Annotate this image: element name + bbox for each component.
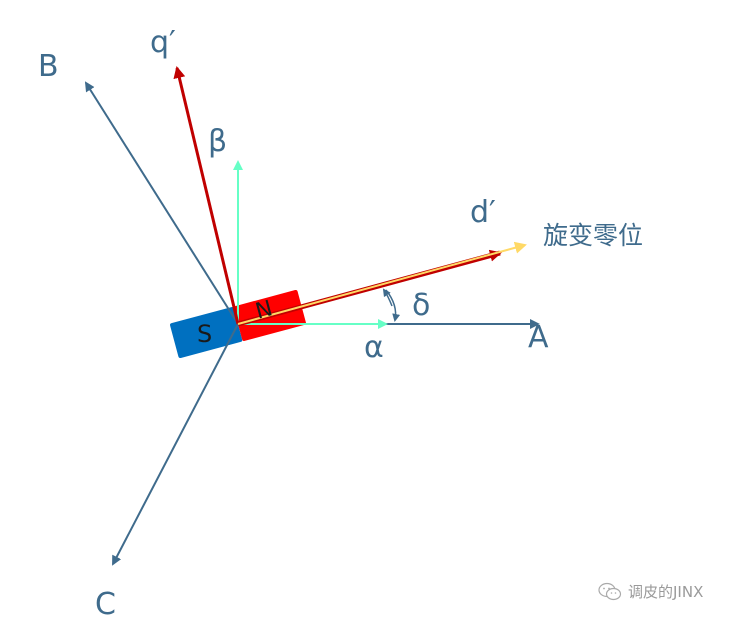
label-b: B <box>38 49 59 84</box>
axis-q-prime <box>173 66 240 325</box>
label-c: C <box>95 587 116 622</box>
label-beta: β <box>208 124 228 159</box>
label-q-prime: q′ <box>150 25 176 60</box>
label-magnet-s: S <box>197 320 213 348</box>
label-alpha: α <box>364 330 384 365</box>
label-delta: δ <box>412 288 431 323</box>
label-a: A <box>528 320 549 355</box>
axis-b <box>84 81 239 325</box>
axis-c <box>112 323 239 566</box>
wechat-icon <box>598 582 622 600</box>
watermark: 调皮的JINX <box>598 581 703 602</box>
label-d-prime: d′ <box>470 195 496 230</box>
magnet-south-pole <box>170 307 243 359</box>
axis-resolver-zero <box>237 241 527 325</box>
label-resolver-zero: 旋变零位 <box>543 221 644 250</box>
watermark-text: 调皮的JINX <box>628 583 704 601</box>
delta-angle-arc-start <box>382 288 393 307</box>
